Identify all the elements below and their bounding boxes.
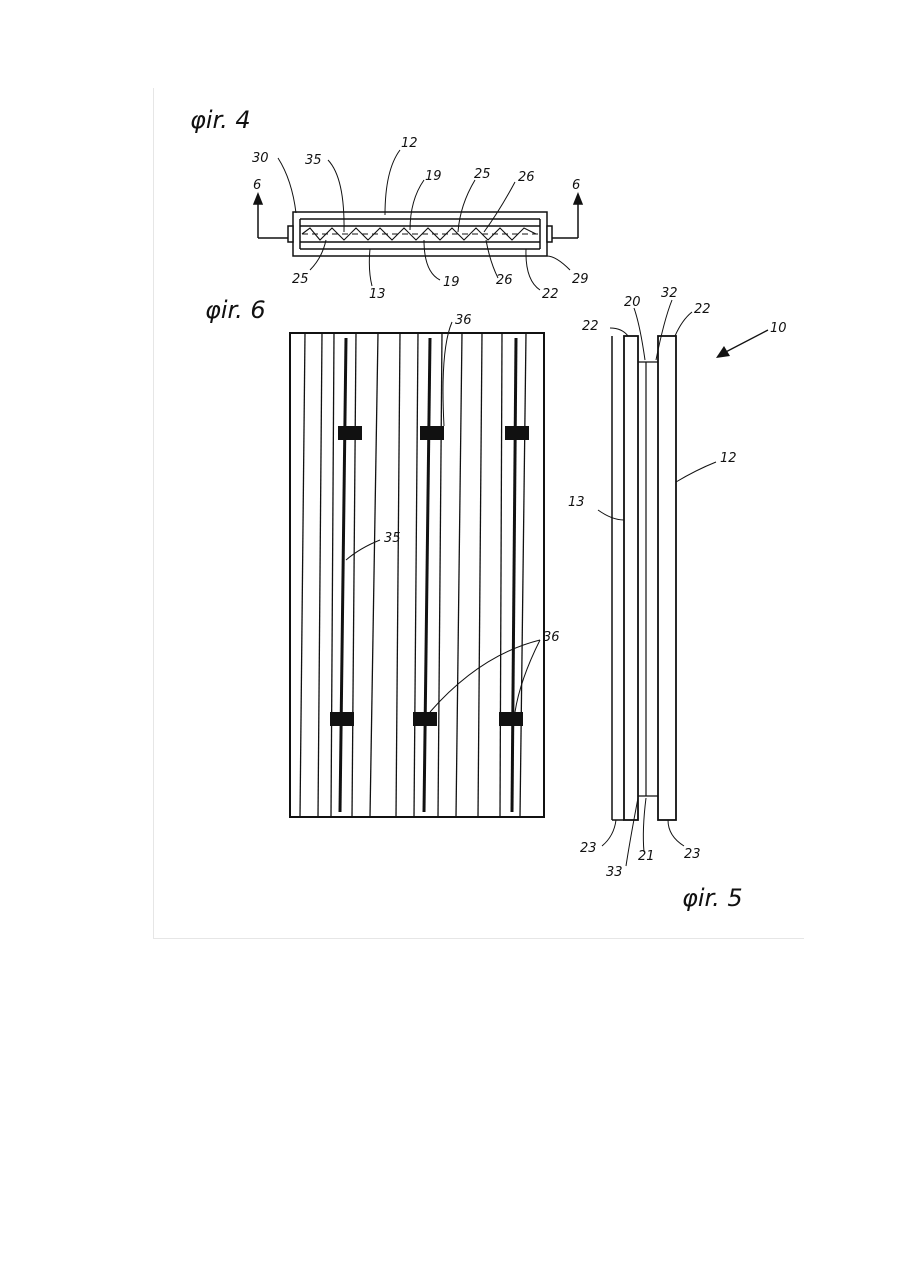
scan-border <box>153 88 804 939</box>
